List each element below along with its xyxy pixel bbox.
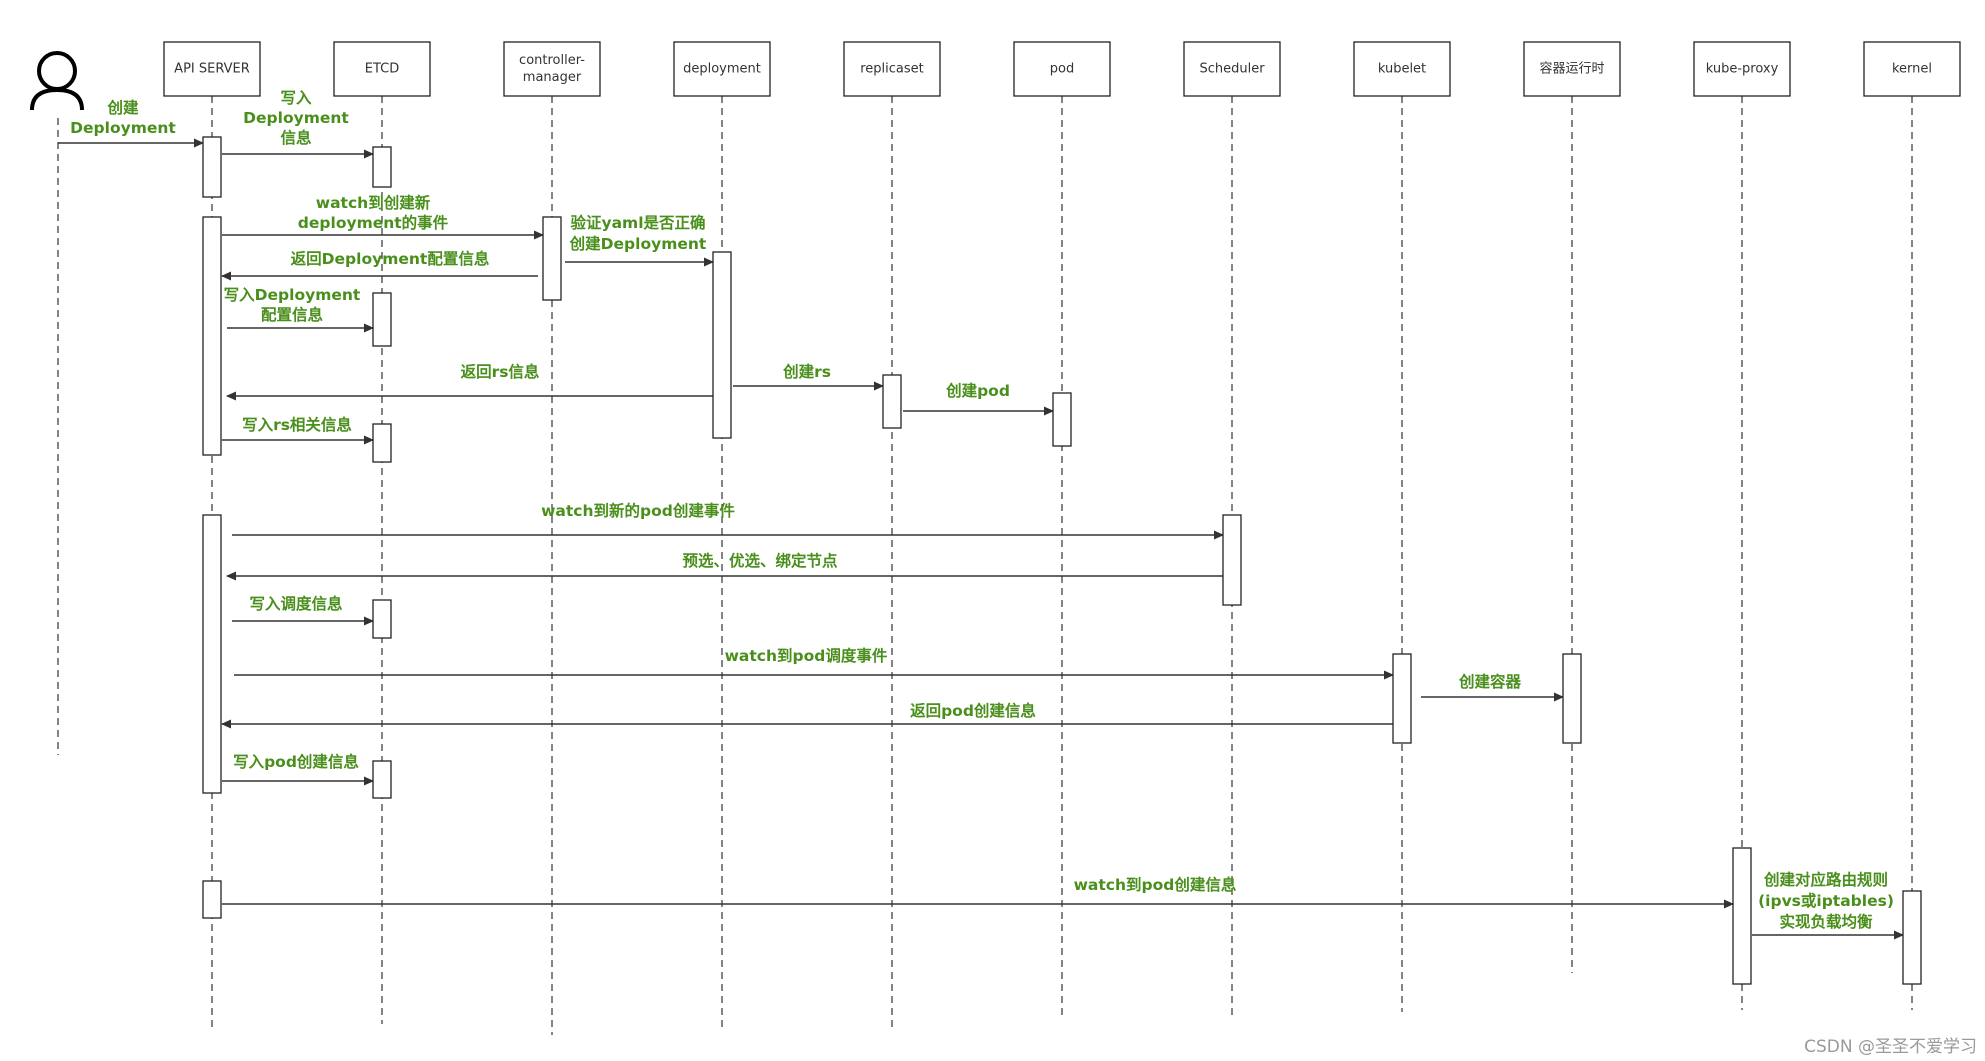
participant-label-rs: replicaset: [860, 62, 924, 77]
activation-bar-rs: [882, 374, 902, 429]
participant-box-rs: [843, 41, 941, 97]
message-label: 信息: [280, 128, 312, 147]
message-label: 创建对应路由规则: [1763, 870, 1888, 889]
message-label: (ipvs或iptables): [1758, 891, 1894, 910]
message-label: 创建rs: [782, 362, 831, 381]
message-label: Deployment: [70, 119, 176, 137]
participant-cm: controller-manager: [503, 41, 601, 97]
activation-bar-kernel: [1902, 890, 1922, 985]
participant-box-deploy: [673, 41, 771, 97]
participant-rs: replicaset: [843, 41, 941, 97]
activation-bar-runtime: [1562, 653, 1582, 744]
activation-bar-pod: [1052, 392, 1072, 447]
message-label: 预选、优选、绑定节点: [682, 551, 838, 570]
participant-pod: pod: [1013, 41, 1111, 97]
activation-bar-etcd: [372, 760, 392, 799]
message-label: 创建: [106, 98, 139, 117]
participant-box-etcd: [333, 41, 431, 97]
activation-bar-etcd: [372, 292, 392, 347]
csdn-watermark: CSDN @圣圣不爱学习: [1804, 1037, 1977, 1057]
activation-bar-sched: [1222, 514, 1242, 606]
participant-box-sched: [1183, 41, 1281, 97]
message-label: watch到新的pod创建事件: [541, 501, 735, 520]
activation-bar-proxy: [1732, 847, 1752, 985]
activation-bar-kubelet: [1392, 653, 1412, 744]
activation-bar-cm: [542, 216, 562, 301]
participant-deploy: deployment: [673, 41, 771, 97]
participant-etcd: ETCD: [333, 41, 431, 97]
participant-box-runtime: [1523, 41, 1621, 97]
activation-bar-api: [202, 880, 222, 919]
message-label: Deployment: [243, 109, 349, 127]
participant-label-runtime: 容器运行时: [1539, 61, 1604, 77]
participant-box-pod: [1013, 41, 1111, 97]
message-label: 写入pod创建信息: [233, 752, 359, 771]
participant-box-proxy: [1693, 41, 1791, 97]
message-label: 创建pod: [945, 381, 1010, 400]
message-label: 返回rs信息: [461, 362, 540, 381]
activation-bar-etcd: [372, 599, 392, 639]
message-label: 写入rs相关信息: [242, 415, 352, 434]
activation-bar-etcd: [372, 146, 392, 188]
participant-label-kernel: kernel: [1892, 62, 1932, 77]
participant-kernel: kernel: [1863, 41, 1961, 97]
participant-sched: Scheduler: [1183, 41, 1281, 97]
message-label: 创建容器: [1458, 672, 1522, 691]
participant-label-cm: controller-: [519, 53, 585, 68]
participant-label-sched: Scheduler: [1199, 62, 1265, 77]
participant-label-cm: manager: [523, 70, 582, 85]
activation-bar-api: [202, 216, 222, 456]
participant-label-etcd: ETCD: [365, 62, 399, 77]
participant-box-kubelet: [1353, 41, 1451, 97]
message-label: deployment的事件: [298, 213, 449, 232]
message-label: watch到pod调度事件: [725, 646, 888, 665]
participant-proxy: kube-proxy: [1693, 41, 1791, 97]
message-label: 写入: [280, 89, 312, 107]
participant-label-kubelet: kubelet: [1378, 62, 1426, 77]
message-label: 配置信息: [261, 305, 324, 324]
activation-bar-api: [202, 136, 222, 198]
message-label: watch到创建新: [316, 193, 431, 212]
participant-label-deploy: deployment: [683, 62, 761, 77]
activation-bar-etcd: [372, 423, 392, 463]
message-label: 实现负载均衡: [1779, 912, 1873, 931]
participant-api: API SERVER: [163, 41, 261, 97]
activation-bar-deploy: [712, 251, 732, 439]
message-label: watch到pod创建信息: [1074, 875, 1237, 894]
participant-box-cm: [503, 41, 601, 97]
participant-kubelet: kubelet: [1353, 41, 1451, 97]
activation-bar-api: [202, 514, 222, 794]
user-actor-icon: [30, 51, 84, 111]
message-label: 返回Deployment配置信息: [291, 249, 490, 268]
participant-label-pod: pod: [1050, 62, 1074, 77]
message-label: 写入Deployment: [224, 286, 361, 304]
participant-box-kernel: [1863, 41, 1961, 97]
message-label: 返回pod创建信息: [910, 701, 1036, 720]
participant-label-api: API SERVER: [174, 62, 250, 77]
message-label: 创建Deployment: [569, 234, 707, 253]
message-label: 写入调度信息: [249, 594, 343, 613]
participant-label-proxy: kube-proxy: [1706, 62, 1779, 77]
participant-runtime: 容器运行时: [1523, 41, 1621, 97]
participant-box-api: [163, 41, 261, 97]
message-label: 验证yaml是否正确: [570, 213, 705, 232]
